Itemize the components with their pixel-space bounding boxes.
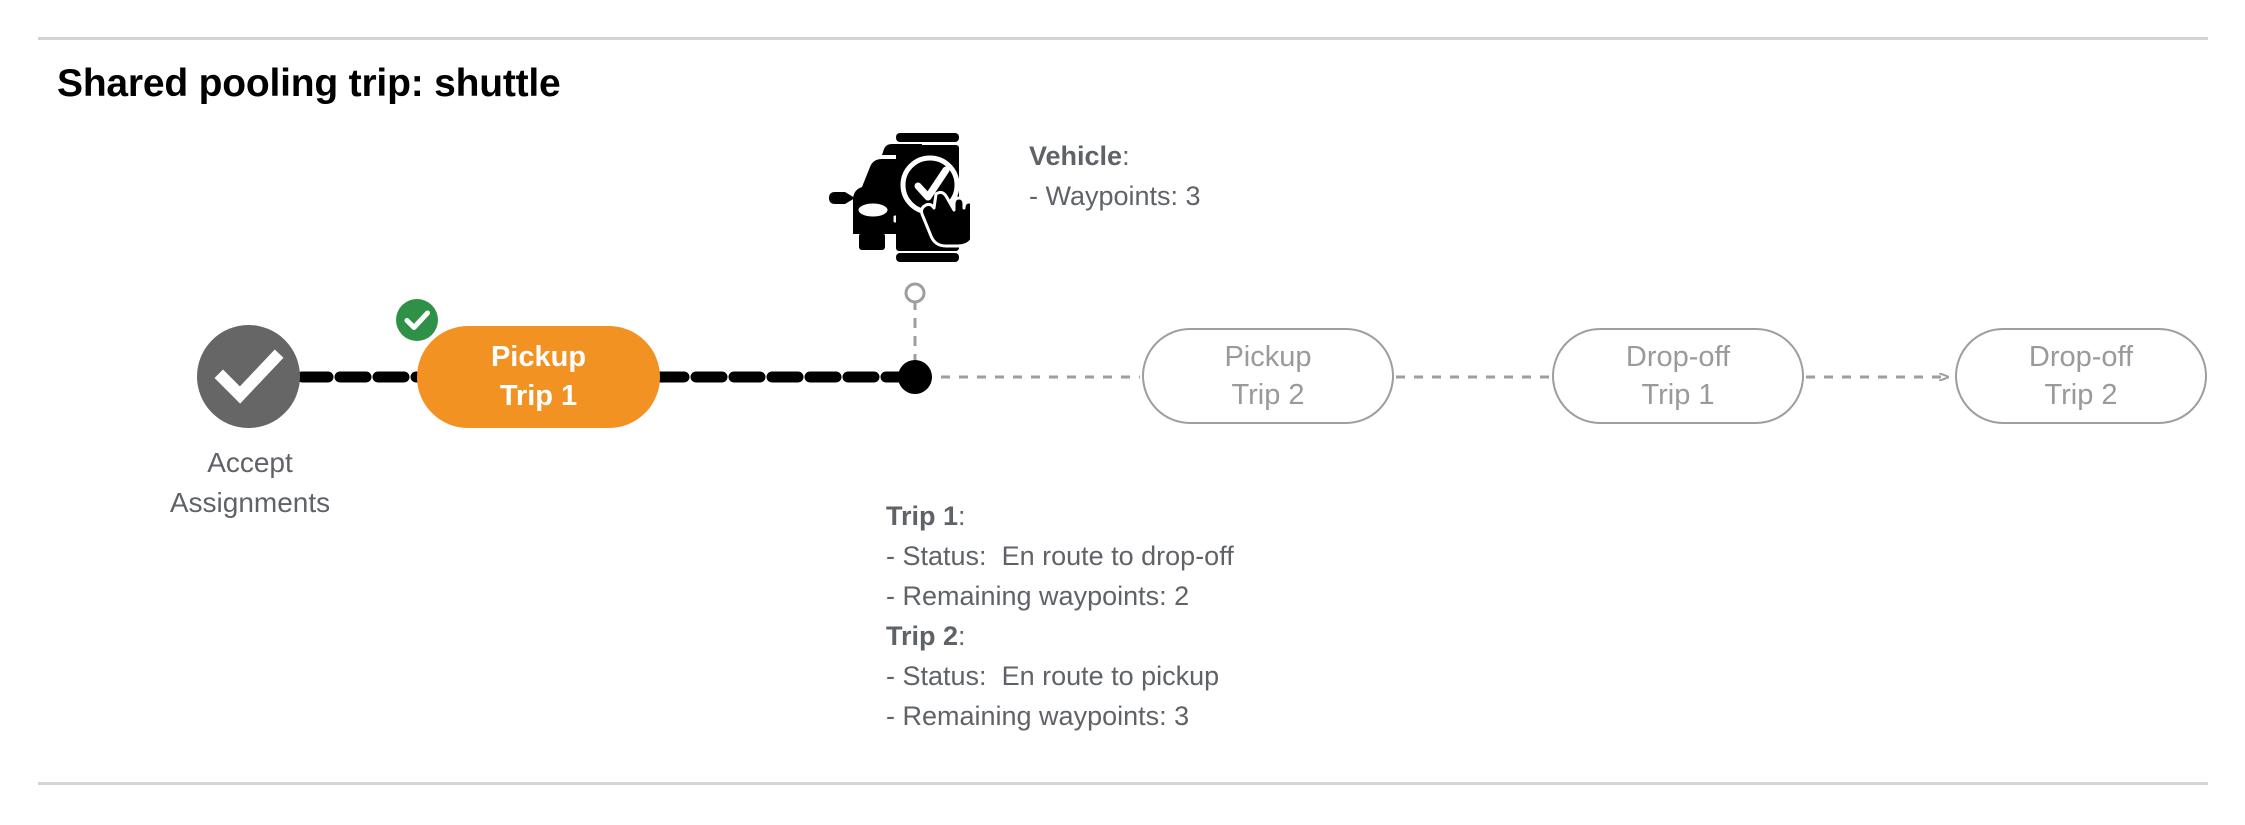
vehicle-position-dot bbox=[898, 360, 932, 394]
vehicle-annotation-heading: Vehicle: bbox=[1029, 136, 1201, 176]
divider-bottom bbox=[38, 782, 2208, 785]
trip-1-status-label: - Status: bbox=[886, 541, 987, 571]
node-dropoff-trip-2-line2: Trip 2 bbox=[2044, 379, 2118, 411]
trip-1-heading: Trip 1: bbox=[886, 496, 1234, 536]
node-dropoff-trip-2-line1: Drop-off bbox=[2028, 341, 2134, 373]
hollow-circle-icon bbox=[904, 282, 926, 304]
sidebar-item-accept-assignments[interactable] bbox=[197, 325, 300, 428]
trip-2-heading-text: Trip 2 bbox=[886, 621, 959, 651]
check-badge-icon bbox=[404, 310, 430, 330]
trip-2-heading-colon: : bbox=[958, 621, 966, 651]
node-pickup-trip-1-line1: Pickup bbox=[490, 341, 587, 373]
node-pickup-trip-1-line2: Trip 1 bbox=[499, 380, 578, 412]
accept-label-line2: Assignments bbox=[169, 487, 331, 518]
node-pickup-trip-2-line1: Pickup bbox=[1224, 341, 1312, 373]
trip-2-heading: Trip 2: bbox=[886, 616, 1234, 656]
node-pickup-trip-2[interactable]: Pickup Trip 2 bbox=[1142, 328, 1394, 424]
trip-1-heading-colon: : bbox=[958, 501, 966, 531]
node-pickup-trip-2-line2: Trip 2 bbox=[1231, 379, 1305, 411]
trip-1-status-value: En route to drop-off bbox=[1001, 541, 1234, 571]
accept-assignments-label: Accept Assignments bbox=[100, 443, 400, 523]
node-dropoff-trip-1-line2: Trip 1 bbox=[1641, 379, 1715, 411]
vehicle-heading-text: Vehicle bbox=[1029, 141, 1123, 171]
node-dropoff-trip-1-line1: Drop-off bbox=[1625, 341, 1731, 373]
trip-2-status-label: - Status: bbox=[886, 661, 987, 691]
node-dropoff-trip-2[interactable]: Drop-off Trip 2 bbox=[1955, 328, 2207, 424]
trip-1-heading-text: Trip 1 bbox=[886, 501, 959, 531]
node-dropoff-trip-1[interactable]: Drop-off Trip 1 bbox=[1552, 328, 1804, 424]
trip-2-waypoints-line: - Remaining waypoints: 3 bbox=[886, 701, 1190, 731]
accept-label-line1: Accept bbox=[207, 447, 293, 478]
vehicle-annotation: Vehicle: - Waypoints: 3 bbox=[1029, 136, 1201, 216]
divider-top bbox=[38, 37, 2208, 40]
trip-1-status-line: - Status: En route to drop-off bbox=[886, 536, 1234, 576]
node-pickup-trip-1[interactable]: Pickup Trip 1 bbox=[417, 326, 660, 428]
trip-2-status-line: - Status: En route to pickup bbox=[886, 656, 1234, 696]
page-title: Shared pooling trip: shuttle bbox=[57, 62, 561, 105]
check-circle-icon bbox=[214, 349, 284, 404]
vehicle-heading-colon: : bbox=[1122, 141, 1130, 171]
trip-2-status-value: En route to pickup bbox=[1001, 661, 1220, 691]
trips-annotation: Trip 1: - Status: En route to drop-off -… bbox=[886, 496, 1234, 736]
status-badge-completed bbox=[396, 299, 438, 341]
vehicle-app-checkmark-icon bbox=[820, 122, 970, 267]
trip-1-waypoints-line: - Remaining waypoints: 2 bbox=[886, 581, 1190, 611]
vehicle-waypoints-line: - Waypoints: 3 bbox=[1029, 181, 1201, 211]
